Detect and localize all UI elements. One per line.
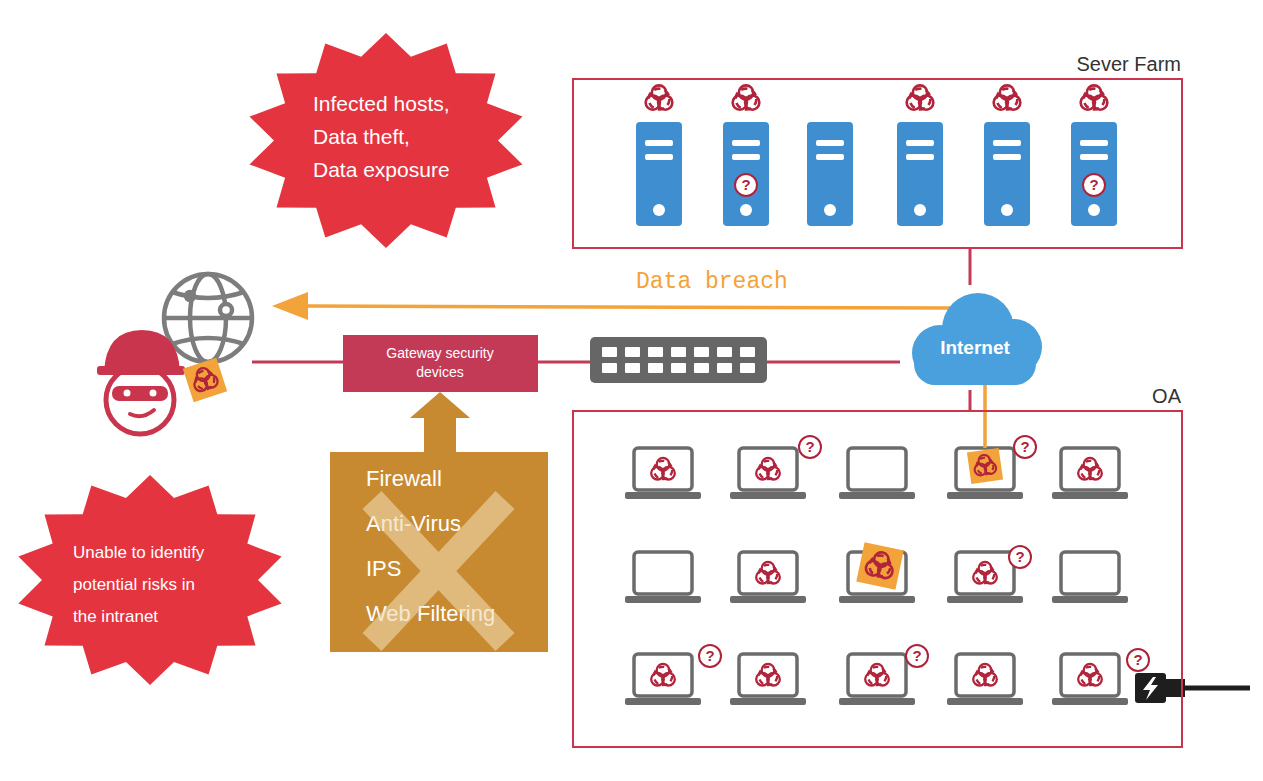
node-text: Gateway security devices: [375, 344, 505, 382]
laptop-icon: [839, 654, 915, 705]
risk-callout: Infected hosts, Data theft, Data exposur…: [246, 33, 526, 248]
internet-cloud: Internet: [900, 285, 1050, 390]
biohazard-symbol: [756, 664, 780, 686]
gateway-box: Gateway security devices: [343, 335, 538, 392]
malware-tag: [183, 358, 227, 402]
laptop-icon: [625, 552, 701, 603]
laptop-icon: [730, 552, 806, 603]
biohazard-symbol: [1081, 85, 1108, 109]
unknown-risk-mark: ?: [1082, 173, 1106, 197]
risk-callout: Unable to identify potential risks in th…: [15, 475, 285, 685]
biohazard-symbol: [756, 562, 780, 584]
server-icon: [807, 122, 853, 226]
unknown-risk-mark: ?: [798, 435, 822, 459]
biohazard-symbol: [865, 664, 889, 686]
biohazard-symbol: [733, 85, 760, 109]
connector-line: [969, 390, 972, 410]
node-text-block: Internet: [900, 336, 1050, 360]
burst-shape: [18, 475, 281, 685]
malware-tag: [967, 448, 1003, 484]
unknown-risk-mark: ?: [1126, 648, 1150, 672]
laptop-infection-marks: [651, 458, 1102, 686]
data-breach-arrow: [272, 292, 985, 448]
malware-tag: [856, 542, 903, 589]
biohazard-symbol: [651, 458, 675, 480]
node-text: Firewall: [366, 456, 546, 501]
server-icon: [636, 122, 682, 226]
laptop-icon: [625, 654, 701, 705]
laptop-icon: [730, 654, 806, 705]
biohazard-symbol: [907, 85, 934, 109]
biohazard-symbol: [1078, 458, 1102, 480]
server-farm-group: Sever Farm: [572, 78, 1183, 249]
laptop-icon: [947, 448, 1023, 499]
laptop-icon: [839, 448, 915, 499]
network-switch: [590, 337, 767, 383]
laptop-icon: [1052, 448, 1128, 499]
node-text-block: OA: [1152, 384, 1181, 408]
unknown-risk-mark: ?: [905, 644, 929, 668]
laptop-icon: [1052, 552, 1128, 603]
connector-line: [969, 249, 972, 285]
node-text: Sever Farm: [1077, 52, 1181, 76]
node-text-block: Unable to identify potential risks in th…: [73, 537, 213, 633]
node-text: Infected hosts, Data theft, Data exposur…: [313, 87, 455, 186]
node-text: OA: [1152, 384, 1181, 408]
laptop-icons: [625, 448, 1128, 705]
unknown-risk-mark: ?: [1008, 545, 1032, 569]
connector-line: [424, 418, 456, 452]
node-text: Internet: [900, 336, 1050, 360]
node-text: Unable to identify potential risks in th…: [73, 537, 213, 633]
biohazard-symbol: [973, 562, 997, 584]
burst-shape: [250, 33, 523, 248]
hacker-figure: [97, 330, 185, 434]
biohazard-symbol: [651, 664, 675, 686]
server-icon: [723, 122, 769, 226]
biohazard-symbol: [646, 85, 673, 109]
laptop-icon: [947, 654, 1023, 705]
unknown-risk-mark: ?: [698, 644, 722, 668]
attacker-link: [252, 361, 344, 364]
laptop-icon: [1052, 654, 1128, 705]
server-icons: [636, 122, 1117, 226]
biohazard-symbol: [973, 664, 997, 686]
internet-globe: [164, 274, 252, 362]
usb-plug: [1135, 673, 1250, 703]
unknown-risk-mark: ?: [734, 173, 758, 197]
server-icon: [1071, 122, 1117, 226]
laptop-icon: [730, 448, 806, 499]
disabled-cross: [372, 500, 505, 642]
biohazard-symbol: [994, 85, 1021, 109]
server-icon: [897, 122, 943, 226]
unknown-risk-mark: ?: [1013, 435, 1037, 459]
flow-label: Data breach: [636, 268, 788, 296]
biohazard-symbol: [756, 458, 780, 480]
node-text-block: Sever Farm: [1077, 52, 1181, 76]
laptop-icon: [625, 448, 701, 499]
server-icon: [984, 122, 1030, 226]
server-infection-marks: [646, 85, 1108, 109]
node-text-block: Gateway security devices: [375, 344, 505, 382]
node-text-block: Infected hosts, Data theft, Data exposur…: [313, 87, 455, 186]
biohazard-symbol: [1078, 664, 1102, 686]
